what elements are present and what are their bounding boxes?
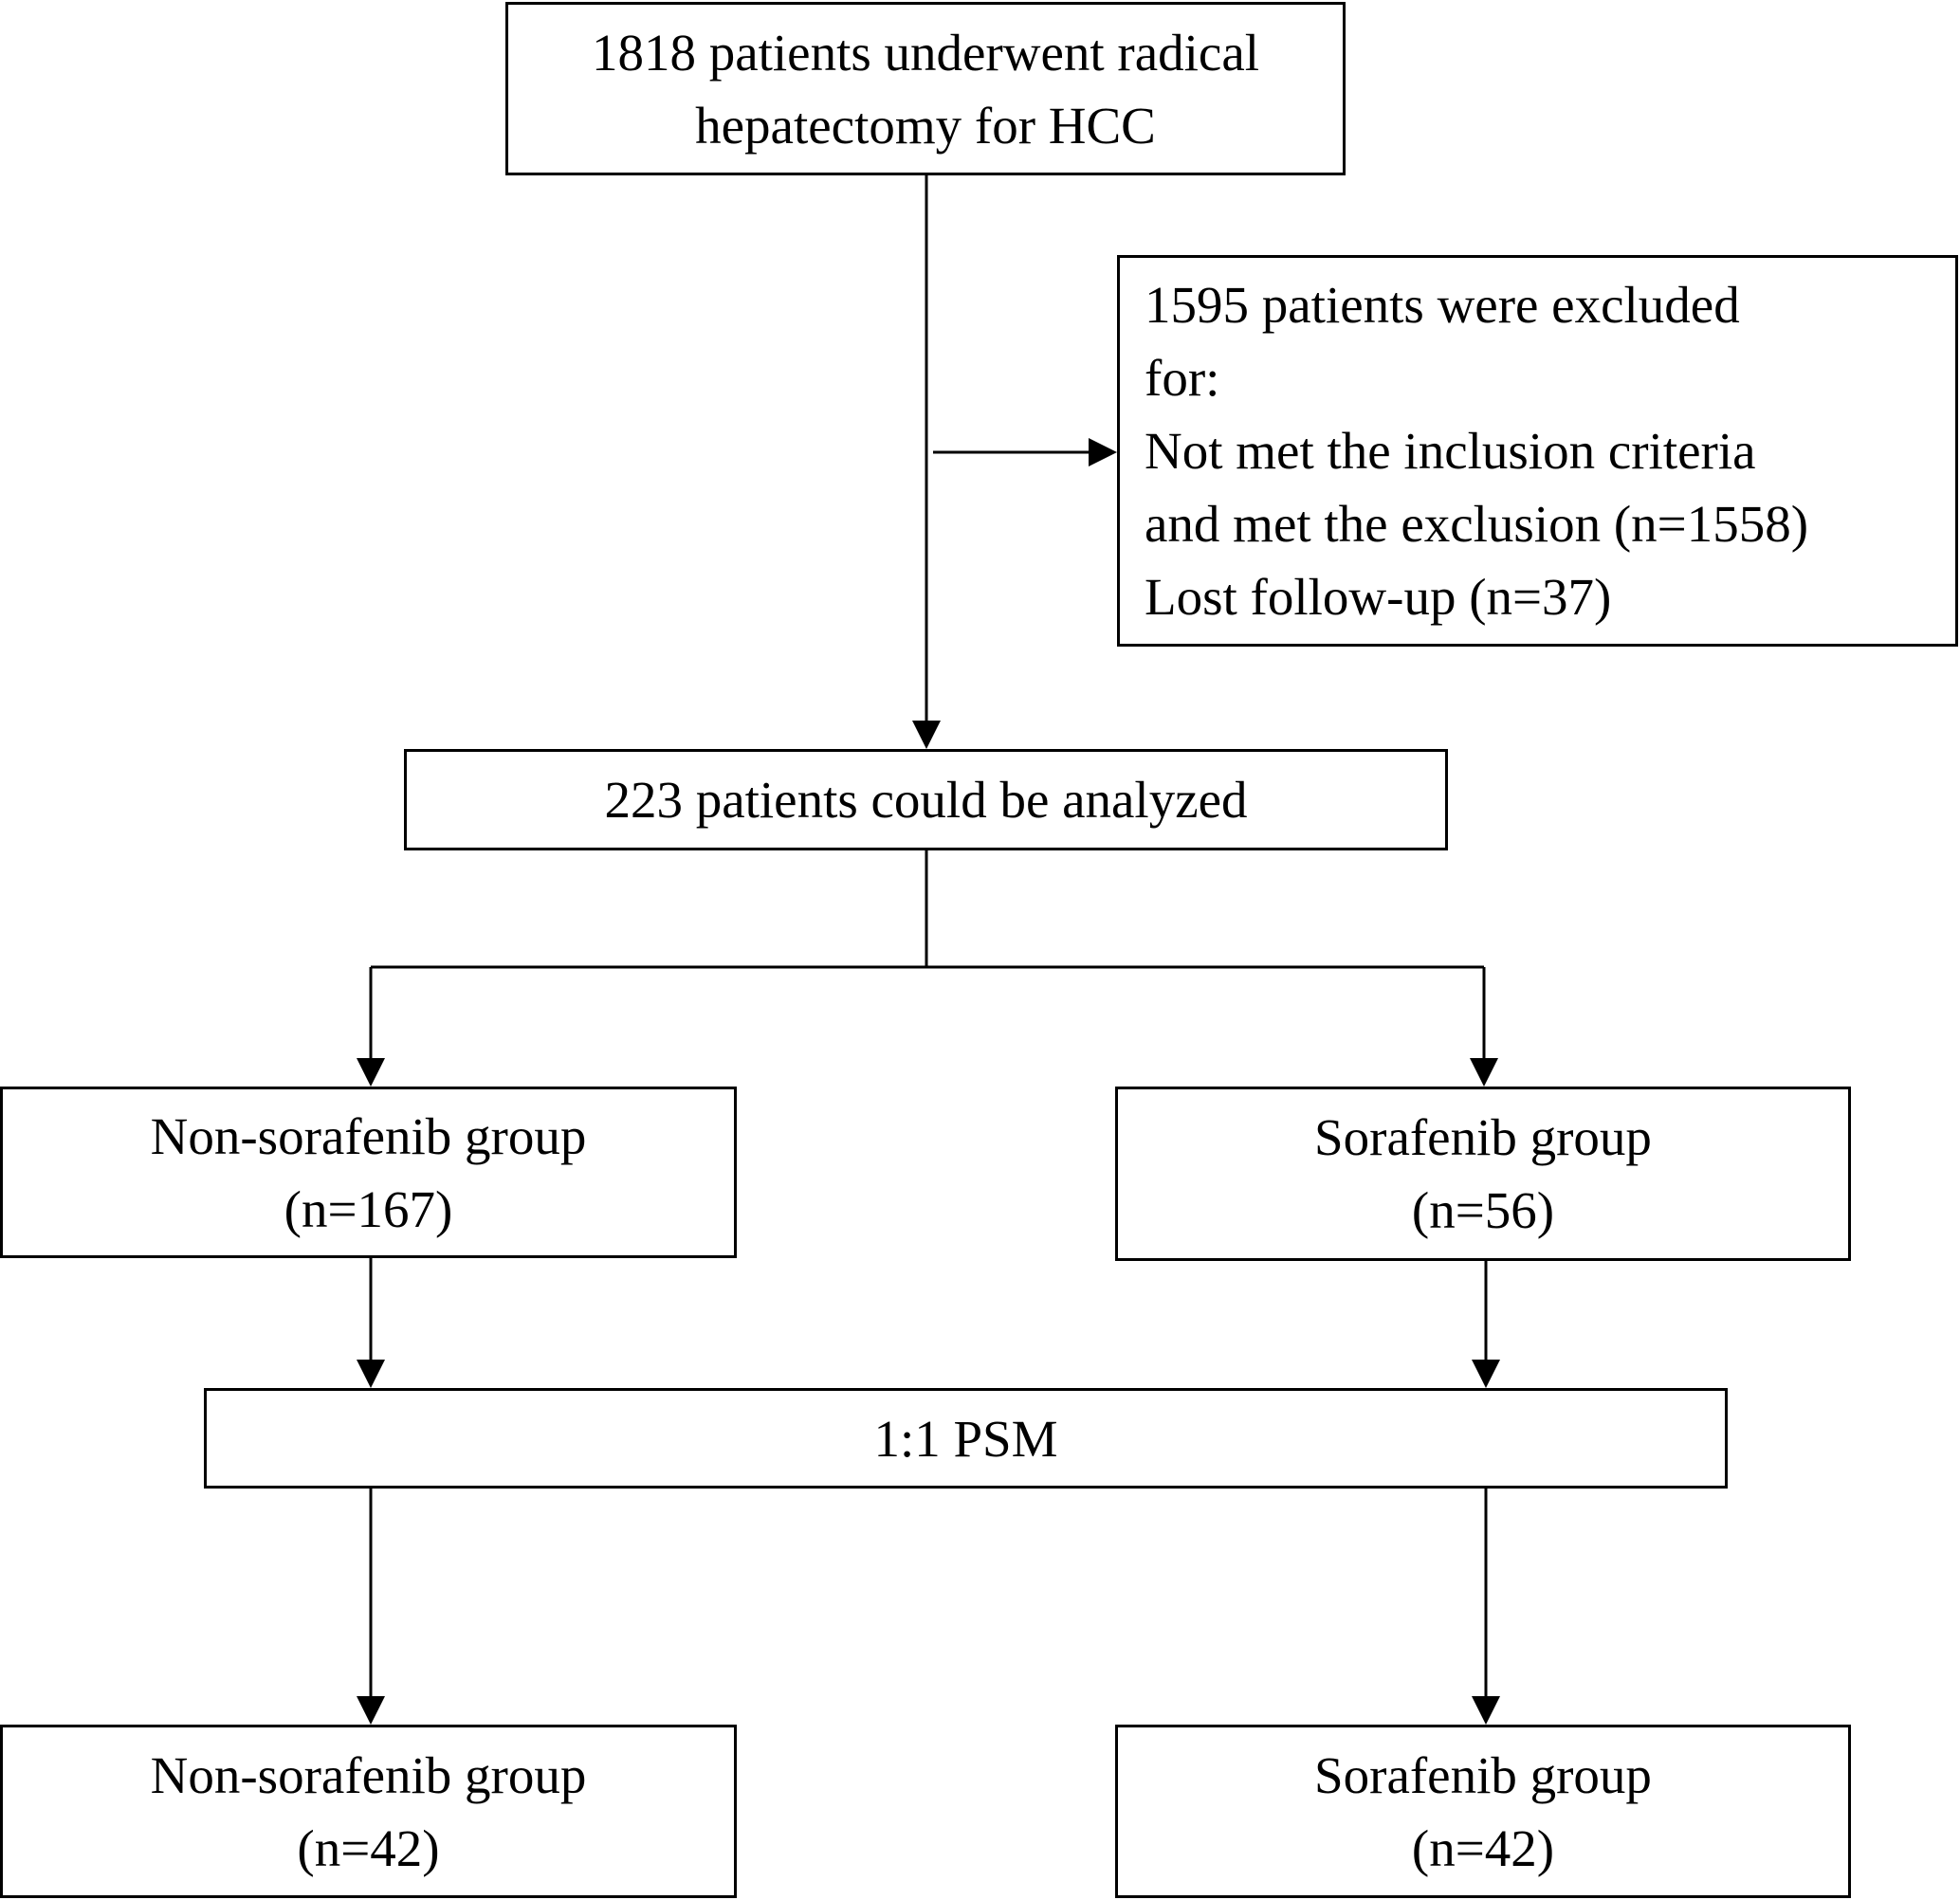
analyzed-box: 223 patients could be analyzed [404, 749, 1448, 850]
sorafenib-pre-count: (n=56) [1411, 1181, 1555, 1239]
start-box: 1818 patients underwent radical hepatect… [505, 2, 1346, 175]
arrowhead-psm-right [1472, 1360, 1500, 1388]
sorafenib-post-count: (n=42) [1411, 1818, 1555, 1877]
non-sorafenib-post-box: Non-sorafenib group (n=42) [0, 1725, 737, 1898]
psm-box: 1:1 PSM [204, 1388, 1728, 1489]
analyzed-line-1: 223 patients could be analyzed [604, 771, 1248, 829]
non-sorafenib-pre-count: (n=167) [284, 1179, 453, 1238]
psm-label: 1:1 PSM [873, 1409, 1058, 1468]
non-sorafenib-post-count: (n=42) [297, 1818, 440, 1877]
start-line-2: hepatectomy for HCC [695, 96, 1156, 155]
arrowhead-analyzed [912, 721, 941, 749]
arrowhead-sorafenib-pre [1470, 1058, 1498, 1087]
excluded-line-5: Lost follow-up (n=37) [1145, 568, 1612, 626]
excluded-line-2: for: [1145, 349, 1220, 407]
arrowhead-excluded [1089, 438, 1117, 466]
sorafenib-post-label: Sorafenib group [1314, 1745, 1652, 1804]
excluded-line-4: and met the exclusion (n=1558) [1145, 495, 1809, 553]
excluded-line-1: 1595 patients were excluded [1145, 276, 1740, 334]
non-sorafenib-post-label: Non-sorafenib group [150, 1745, 587, 1804]
sorafenib-pre-label: Sorafenib group [1314, 1108, 1652, 1166]
start-line-1: 1818 patients underwent radical [591, 23, 1260, 82]
arrowhead-sorafenib-post [1472, 1696, 1500, 1725]
arrowhead-psm-left [357, 1360, 385, 1388]
excluded-line-3: Not met the inclusion criteria [1145, 422, 1756, 480]
sorafenib-post-box: Sorafenib group (n=42) [1115, 1725, 1851, 1898]
non-sorafenib-pre-label: Non-sorafenib group [150, 1106, 587, 1165]
non-sorafenib-pre-box: Non-sorafenib group (n=167) [0, 1087, 737, 1258]
excluded-box: 1595 patients were excluded for: Not met… [1117, 255, 1958, 647]
arrowhead-non-sorafenib-post [357, 1696, 385, 1725]
sorafenib-pre-box: Sorafenib group (n=56) [1115, 1087, 1851, 1261]
arrowhead-non-sorafenib-pre [357, 1058, 385, 1087]
